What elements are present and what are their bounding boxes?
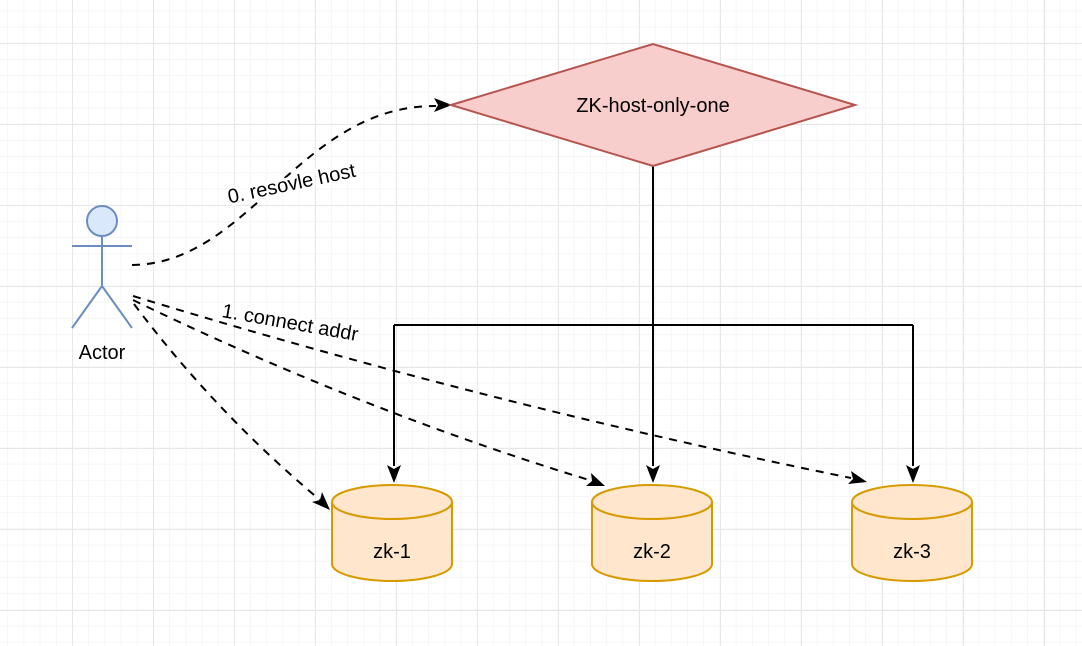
arrowhead-to-zk1-icon <box>387 465 401 483</box>
arrowhead-to-diamond-icon <box>434 98 452 112</box>
edge-decision-to-nodes[interactable] <box>387 166 920 483</box>
node-zk-1[interactable]: zk-1 <box>331 484 453 582</box>
actor-label: Actor <box>79 342 126 364</box>
zk2-cylinder-shape[interactable] <box>591 484 713 582</box>
node-zk-2[interactable]: zk-2 <box>591 484 713 582</box>
arrowhead-to-zk2-icon <box>646 465 660 483</box>
zk1-cylinder-shape[interactable] <box>331 484 453 582</box>
node-zk-3[interactable]: zk-3 <box>851 484 973 582</box>
edge-label-connect-addr[interactable]: 1. connect addr <box>217 297 363 349</box>
actor-head[interactable] <box>86 205 118 237</box>
zk2-label: zk-2 <box>633 541 671 563</box>
zk3-cylinder-shape[interactable] <box>851 484 973 582</box>
edge-connect-zk2[interactable] <box>132 299 605 486</box>
edge-connect-zk3-curve[interactable] <box>132 295 852 479</box>
zk1-cylinder-rim <box>331 501 453 520</box>
edge-resolve-host[interactable]: 0. resovle host <box>131 98 452 266</box>
edge-label-resolve-host[interactable]: 0. resovle host <box>223 157 361 212</box>
edge-connect-zk1-curve[interactable] <box>133 303 321 501</box>
decision-label: ZK-host-only-one <box>576 95 729 117</box>
zk2-cylinder-rim <box>591 501 713 520</box>
edge-resolve-curve[interactable] <box>131 104 437 266</box>
zk3-cylinder-rim <box>851 501 973 520</box>
actor-body[interactable] <box>71 236 133 329</box>
decision-node[interactable]: ZK-host-only-one <box>447 42 859 168</box>
edge-connect-zk2-curve[interactable] <box>132 299 590 481</box>
edge-connect-zk1[interactable] <box>133 303 330 510</box>
decision-diamond-shape[interactable] <box>447 42 859 168</box>
arrowhead-connect-zk2-icon <box>586 473 605 486</box>
zk1-label: zk-1 <box>373 541 411 563</box>
arrowhead-connect-zk3-icon <box>848 471 867 484</box>
arrowhead-connect-zk1-icon <box>312 492 330 510</box>
arrowhead-to-zk3-icon <box>906 465 920 483</box>
actor-node[interactable]: Actor <box>71 205 133 364</box>
zk3-label: zk-3 <box>893 541 931 563</box>
